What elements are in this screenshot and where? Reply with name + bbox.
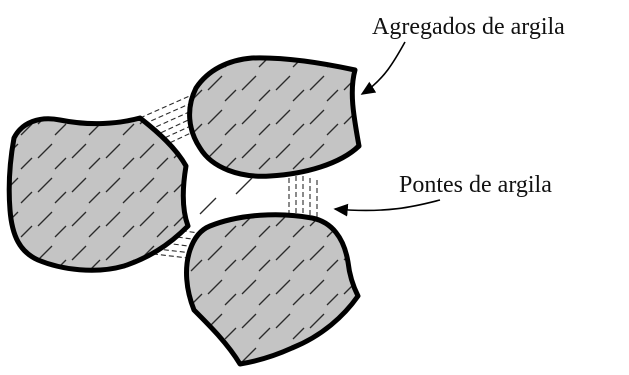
aggregate-left [6, 115, 191, 273]
aggregates-label: Agregados de argila [372, 14, 565, 40]
aggregate-top [187, 55, 362, 179]
pore-hatch [199, 177, 253, 215]
bridges-pointer [333, 199, 441, 217]
bridges-label: Pontes de argila [399, 172, 552, 198]
aggregates-pointer [360, 41, 406, 95]
aggregate-bottom [184, 212, 361, 367]
